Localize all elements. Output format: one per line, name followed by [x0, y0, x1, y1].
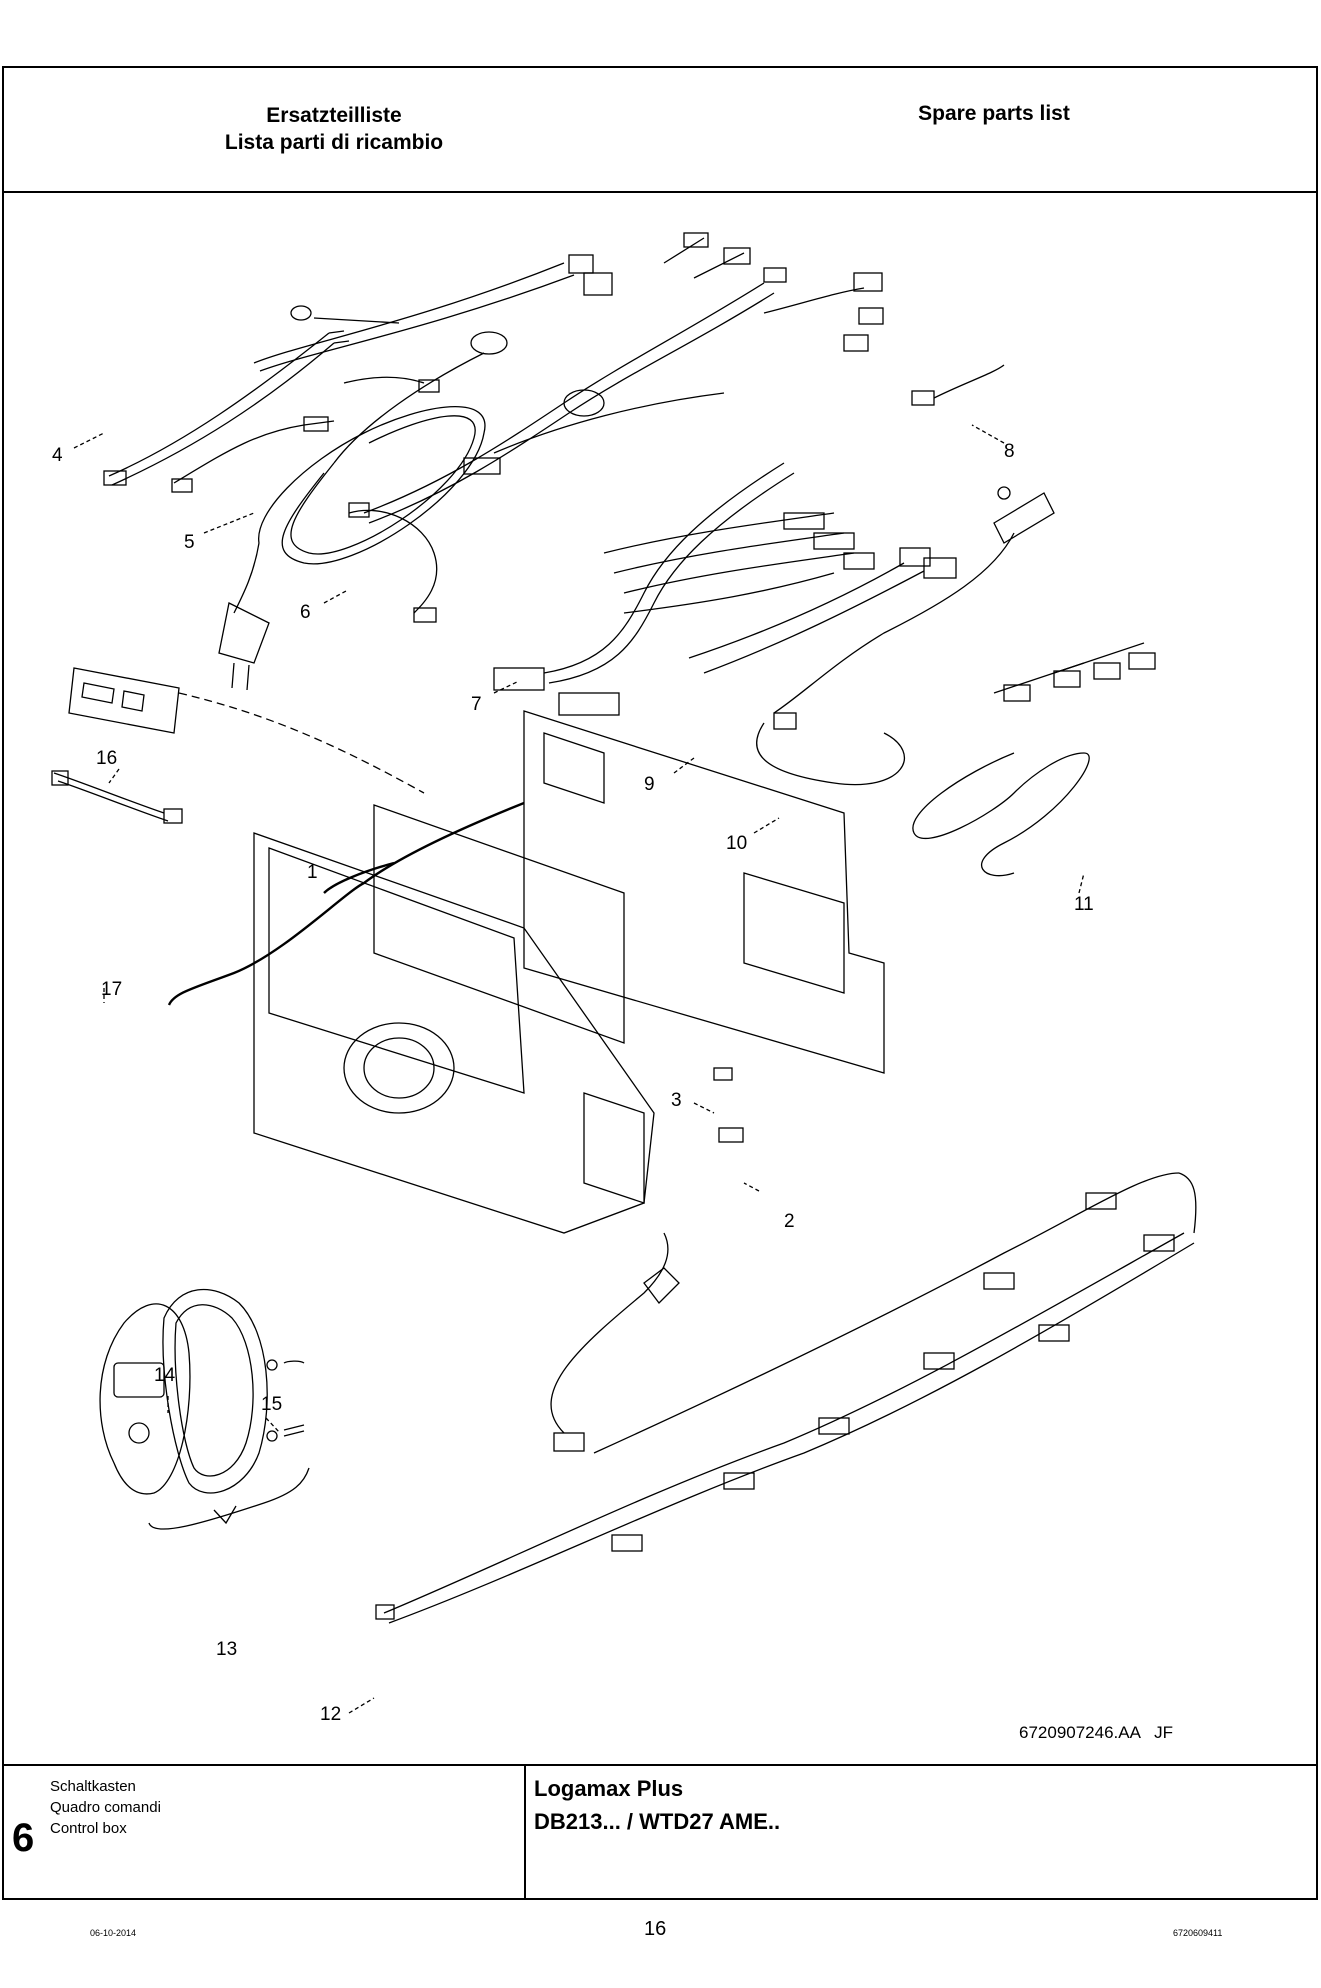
part-label: 3	[671, 1090, 682, 1111]
part-label: 10	[726, 833, 747, 854]
section-description: Schaltkasten Quadro comandi Control box	[50, 1776, 161, 1839]
title-de: Ersatzteilliste	[266, 104, 402, 127]
part-label: 5	[184, 532, 195, 553]
harness-12	[375, 1172, 1197, 1624]
page-frame: Ersatzteilliste Lista parti di ricambio …	[2, 66, 1318, 1900]
header-title-left: Ersatzteilliste Lista parti di ricambio	[134, 102, 534, 156]
description-en: Control box	[50, 1820, 127, 1837]
drawing-reference: 6720907246.AA JF	[1019, 1723, 1173, 1742]
model-name: Logamax Plus DB213... / WTD27 AME..	[534, 1772, 780, 1838]
footer-table: 6 Schaltkasten Quadro comandi Control bo…	[4, 1764, 1316, 1898]
cables-11	[912, 642, 1156, 877]
control-box-1	[167, 710, 885, 1234]
page-date: 06-10-2014	[90, 1928, 137, 1938]
parts-diagram: 4 5 6 7 8 16 9 10 11 1 17 3 2 14 15 13 1…	[51, 232, 1197, 1742]
model-line-1: Logamax Plus	[534, 1776, 684, 1801]
title-en: Spare parts list	[918, 102, 1070, 125]
description-it: Quadro comandi	[50, 1799, 161, 1816]
page-number: 16	[644, 1918, 667, 1940]
pcb-16	[51, 667, 425, 824]
description-de: Schaltkasten	[50, 1778, 136, 1795]
model-line-2: DB213... / WTD27 AME..	[534, 1809, 781, 1834]
part-label: 2	[784, 1211, 795, 1232]
connector-8	[911, 364, 1005, 406]
part-labels: 4 5 6 7 8 16 9 10 11 1 17 3 2 14 15 13 1…	[52, 441, 1173, 1742]
part-label: 4	[52, 445, 63, 466]
part-label: 7	[471, 694, 482, 715]
part-label: 17	[101, 979, 122, 1000]
cable-harness-6-7	[348, 232, 884, 716]
footer-divider	[524, 1766, 526, 1898]
part-label: 13	[216, 1639, 237, 1660]
cable-harness-4-5	[103, 254, 613, 691]
leader-lines	[73, 424, 1085, 1714]
part-label: 8	[1004, 441, 1015, 462]
header: Ersatzteilliste Lista parti di ricambio …	[4, 68, 1316, 193]
part-label: 14	[154, 1365, 176, 1386]
section-number: 6	[12, 1816, 35, 1860]
part-label: 15	[261, 1394, 282, 1415]
part-label: 11	[1074, 894, 1094, 915]
part-label: 12	[320, 1704, 341, 1725]
part-label: 16	[96, 748, 117, 769]
part-label: 9	[644, 774, 655, 795]
title-it: Lista parti di ricambio	[224, 131, 444, 154]
sensor-9-10	[688, 486, 1055, 786]
exploded-drawing: 4 5 6 7 8 16 9 10 11 1 17 3 2 14 15 13 1…	[4, 193, 1316, 1764]
document-number: 6720609411	[1173, 1928, 1223, 1938]
part-label: 1	[307, 862, 318, 883]
cover-13-14-15	[99, 1288, 310, 1530]
part-label: 6	[300, 602, 311, 623]
